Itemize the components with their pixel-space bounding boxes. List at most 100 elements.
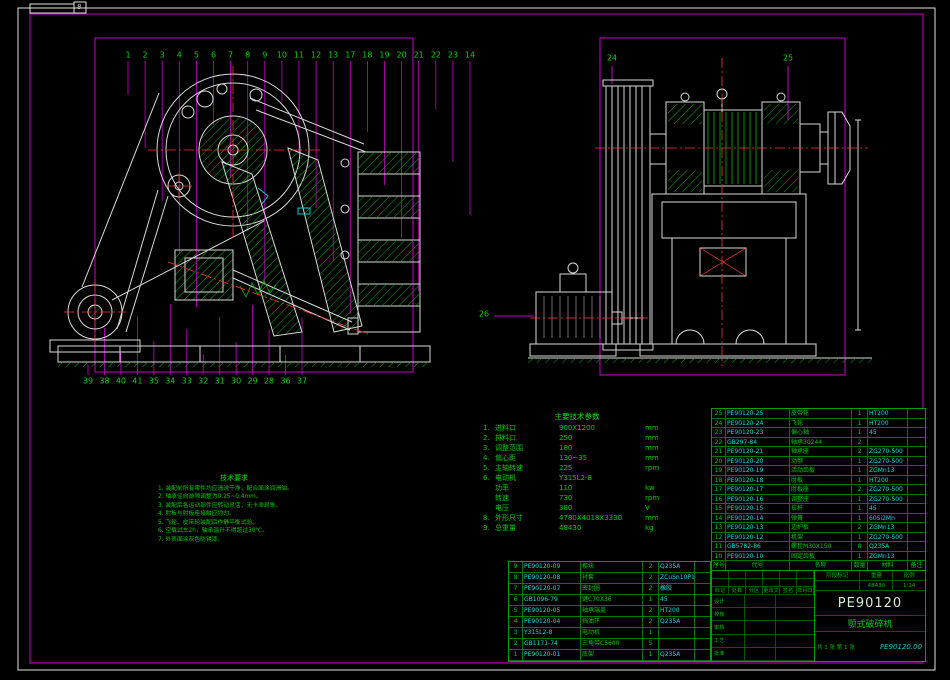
bom-name: 键C70X36	[581, 595, 643, 606]
bom-seq: 25	[712, 409, 726, 419]
parameter-label: 排料口	[495, 433, 559, 443]
title-block-revision-area: 标记处数分区更改文件号签名年月日 设计 校核	[712, 571, 815, 661]
bom-qty: 2	[852, 485, 868, 495]
bom-code: PE90120-18	[726, 476, 790, 486]
parameter-unit: mm	[645, 423, 671, 433]
bom-row: 16 PE90120-16 调整座 1 ZG270-500	[712, 495, 925, 505]
part-callout: 17	[345, 51, 355, 60]
bom-remark	[695, 584, 710, 595]
bom-remark	[908, 542, 925, 552]
parameter-value: 225	[559, 463, 645, 473]
parameter-number	[483, 483, 495, 493]
bom-name: 动颚	[790, 457, 852, 467]
parameter-row: 2. 排料口 250 mm	[483, 433, 671, 443]
date-cell	[776, 648, 814, 660]
bom-row: 7 PE90120-07 密封圈 2 橡胶	[509, 584, 710, 595]
bom-qty: 8	[852, 542, 868, 552]
parameter-unit: mm	[645, 433, 671, 443]
bom-row: 17 PE90120-17 肘板座 2 ZG270-500	[712, 485, 925, 495]
bom-row: 8 PE90120-08 衬套 2 ZCuSn10P1	[509, 573, 710, 584]
bom-material	[868, 438, 908, 448]
bom-code: PE90120-05	[523, 606, 581, 617]
part-callout: 31	[215, 377, 225, 386]
part-callout: 29	[248, 377, 258, 386]
parameter-unit: rpm	[645, 493, 671, 503]
bom-remark	[908, 409, 925, 419]
bom-code: PE90120-15	[726, 504, 790, 514]
bom-qty: 1	[852, 495, 868, 505]
bom-seq: 22	[712, 438, 726, 448]
bom-qty: 2	[852, 523, 868, 533]
role-label: 校核	[712, 608, 745, 620]
bom-name: 机架	[790, 533, 852, 543]
bom-seq: 2	[509, 639, 523, 650]
bom-code: PE90120-08	[523, 573, 581, 584]
bom-material: 45	[868, 504, 908, 514]
bom-material: ZGMn13	[868, 523, 908, 533]
bom-remark	[695, 573, 710, 584]
bom-rows-left: 9 PE90120-09 楔块 2 Q235A 8 PE90120-08 衬套 …	[509, 562, 710, 661]
parameter-label: 电压	[495, 503, 559, 513]
parameter-label: 调整范围	[495, 443, 559, 453]
role-label: 审核	[712, 621, 745, 633]
role-label: 设计	[712, 595, 745, 607]
bom-remark	[908, 523, 925, 533]
parameter-unit: kg	[645, 523, 671, 533]
bom-material: 橡胶	[659, 584, 695, 595]
part-callout: 9	[262, 51, 267, 60]
bom-qty: 1	[852, 466, 868, 476]
bom-name: 弹簧	[790, 514, 852, 524]
bom-row: 15 PE90120-15 拉杆 1 45	[712, 504, 925, 514]
part-callout: 10	[277, 51, 287, 60]
zone-mark: 8	[77, 3, 81, 11]
bom-seq: 21	[712, 447, 726, 457]
bom-name: 轴承座	[790, 447, 852, 457]
bom-row: 13 PE90120-13 边护板 2 ZGMn13	[712, 523, 925, 533]
parameter-row: 6. 电动机 Y315L2-8	[483, 473, 671, 483]
parameters-list: 1. 进料口 900X1200 mm 2. 排料口 250 mm 3. 调整范围…	[483, 423, 671, 533]
parameter-value: Y315L2-8	[559, 473, 645, 483]
bom-code: PE90120-19	[726, 466, 790, 476]
bom-code: PE90120-20	[726, 457, 790, 467]
bom-name: 肘板	[790, 476, 852, 486]
bom-remark	[695, 650, 710, 661]
part-callout: 5	[194, 51, 199, 60]
part-callout: 33	[182, 377, 192, 386]
bom-qty: 1	[852, 457, 868, 467]
bom-qty: 1	[643, 595, 659, 606]
bom-code: PE90120-17	[726, 485, 790, 495]
bom-code: PE90120-13	[726, 523, 790, 533]
bom-remark	[695, 628, 710, 639]
bom-seq: 3	[509, 628, 523, 639]
revision-empty-row	[712, 571, 814, 579]
bom-material: 45	[659, 595, 695, 606]
bom-seq: 13	[712, 523, 726, 533]
parameter-unit: mm	[645, 443, 671, 453]
parameter-number: 3.	[483, 443, 495, 453]
technical-notes: 技术要求 1. 装配前所有零件均应清洗干净，配合面涂润滑油。 2. 轴承径向游隙…	[158, 474, 310, 544]
bom-remark	[695, 562, 710, 573]
signature-row: 校核	[712, 608, 814, 621]
parameter-number: 9.	[483, 523, 495, 533]
bom-table-supplementary: 9 PE90120-09 楔块 2 Q235A 8 PE90120-08 衬套 …	[508, 561, 711, 662]
bom-row: 24 PE90120-24 飞轮 1 HT200	[712, 419, 925, 429]
bom-seq: 19	[712, 466, 726, 476]
bom-material: HT200	[659, 606, 695, 617]
bom-remark	[695, 606, 710, 617]
stage-header-row: 阶段标记 重量 比例	[815, 571, 925, 581]
revision-col-label: 更改文件号	[763, 587, 780, 595]
parameter-unit: rpm	[645, 463, 671, 473]
parameter-number: 6.	[483, 473, 495, 483]
parameter-value: 730	[559, 493, 645, 503]
part-callout: 13	[328, 51, 338, 60]
parameter-label: 总重量	[495, 523, 559, 533]
part-callout: 4	[177, 51, 182, 60]
bom-row: 1 PE90120-01 底架 1 Q235A	[509, 650, 710, 661]
bom-qty: 1	[852, 476, 868, 486]
parameter-number: 5.	[483, 463, 495, 473]
part-callout: 35	[149, 377, 159, 386]
bom-row: 21 PE90120-21 轴承座 2 ZG270-500	[712, 447, 925, 457]
scale-value: 1:14	[893, 581, 925, 591]
bom-qty: 1	[852, 504, 868, 514]
part-callout: 7	[228, 51, 233, 60]
